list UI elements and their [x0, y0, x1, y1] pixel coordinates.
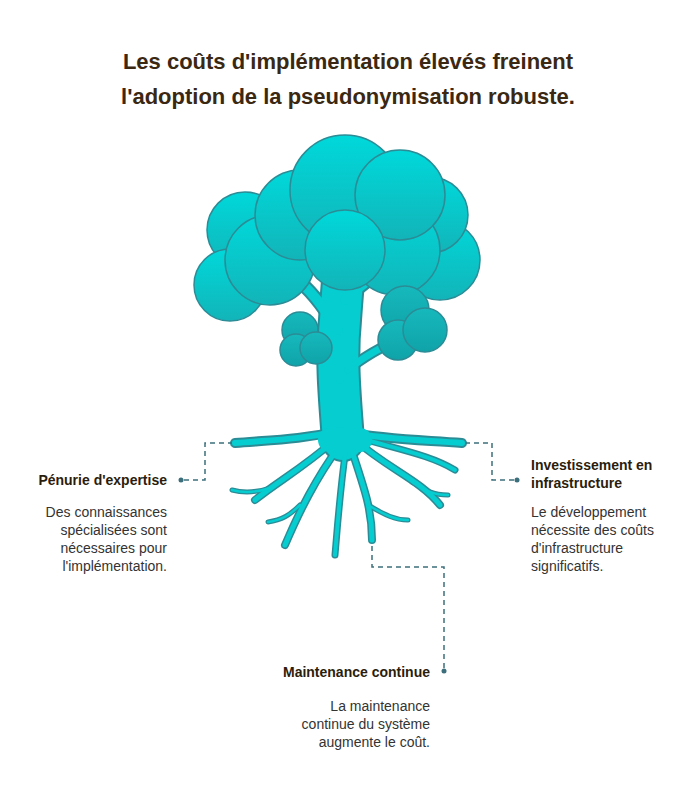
callout-text: Des connaissances spécialisées sont néce… [17, 503, 167, 575]
tree-bushes [280, 286, 447, 366]
callout-heading: Maintenance continue [210, 663, 430, 681]
callout-text: La maintenance continue du système augme… [280, 697, 430, 751]
leader-lines [184, 443, 514, 668]
callout-heading: Pénurie d'expertise [7, 471, 167, 489]
diagram-title: Les coûts d'implémentation élevés freine… [98, 44, 598, 114]
callout-text: Le développement nécessite des coûts d'i… [531, 503, 671, 575]
leader-dots [179, 478, 520, 674]
callout-heading: Investissement en infrastructure [531, 456, 676, 492]
tree-canopy [194, 135, 480, 321]
